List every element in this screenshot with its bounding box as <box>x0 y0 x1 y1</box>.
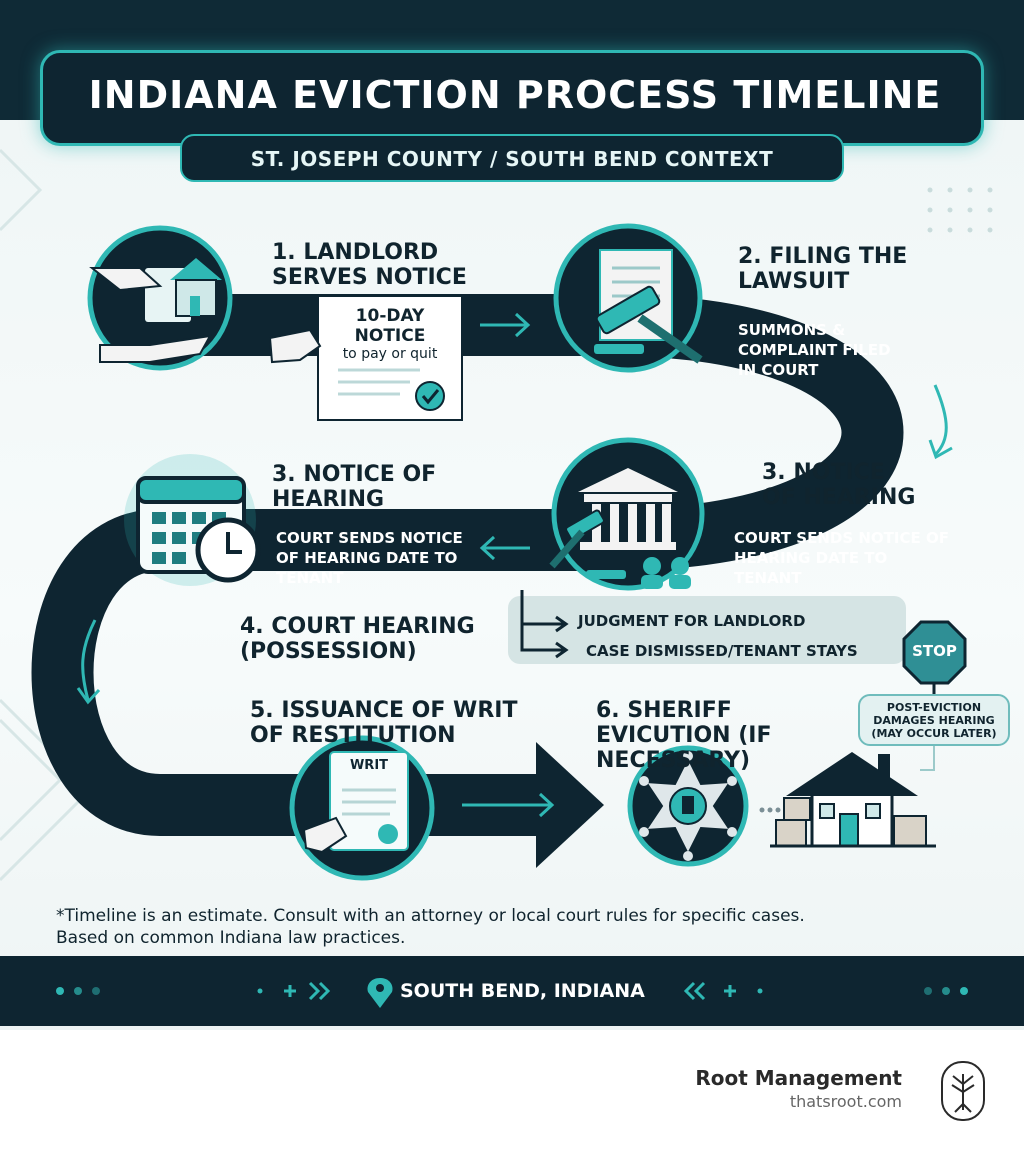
stop-sign-label: STOP <box>912 642 957 660</box>
step4-title: 4. COURT HEARING (POSSESSION) <box>240 614 475 664</box>
step3-left-title: 3. NOTICE OF HEARING <box>272 462 437 512</box>
notice-document <box>268 295 463 421</box>
writ-scroll-icon <box>289 735 435 881</box>
calendar-clock-icon <box>124 454 261 586</box>
step1-title: 1. LANDLORD SERVES NOTICE <box>272 240 467 290</box>
location-label: SOUTH BEND, INDIANA <box>400 980 645 1002</box>
bottom-bar: SOUTH BEND, INDIANA <box>0 956 1024 1026</box>
notice-doc-line2: NOTICE <box>354 326 426 346</box>
title-banner: INDIANA EVICTION PROCESS TIMELINE <box>40 50 984 146</box>
courthouse-icon <box>549 437 705 591</box>
outcome-judgment: JUDGMENT FOR LANDLORD <box>578 612 806 630</box>
stop-sign-icon <box>902 620 967 771</box>
infographic-canvas: INDIANA EVICTION PROCESS TIMELINE ST. JO… <box>0 0 1024 1030</box>
step2-icon-circle <box>553 223 703 373</box>
final-arrowhead <box>536 742 604 868</box>
bottom-bar-decor <box>56 978 968 1008</box>
step3-left-description: COURT SENDS NOTICE OF HEARING DATE TO TE… <box>276 529 463 587</box>
notice-doc-line1: 10-DAY <box>355 306 425 326</box>
notice-doc-line3: to pay or quit <box>342 346 438 362</box>
step6-title: 6. SHERIFF EVICUTION (IF NECESSARY) <box>596 698 772 773</box>
step5-title: 5. ISSUANCE OF WRIT OF RESTITUTION <box>250 698 518 748</box>
step2-description: SUMMONS & COMPLAINT FILED IN COURT <box>738 321 891 379</box>
subtitle-banner: ST. JOSEPH COUNTY / SOUTH BEND CONTEXT <box>180 134 844 182</box>
footnote-line1: *Timeline is an estimate. Consult with a… <box>56 906 805 926</box>
step3-description: COURT SENDS NOTICE OF HEARING DATE TO TE… <box>734 529 949 587</box>
step3-title: 3. NOTICE OF HEARING <box>762 460 916 510</box>
page-title: INDIANA EVICTION PROCESS TIMELINE <box>88 73 942 117</box>
step1-icon-circle <box>87 225 233 371</box>
tree-icon <box>941 1061 985 1121</box>
house-with-boxes-icon <box>770 752 936 848</box>
sheriff-badge-icon <box>627 745 781 867</box>
timeline-road <box>0 148 993 882</box>
outcome-dismissed: CASE DISMISSED/TENANT STAYS <box>586 642 858 660</box>
footnote-line2: Based on common Indiana law practices. <box>56 928 406 948</box>
brand-url: thatsroot.com <box>789 1092 902 1111</box>
map-pin-icon <box>367 978 393 1008</box>
writ-label: WRIT <box>349 758 389 773</box>
step2-title: 2. FILING THE LAWSUIT <box>738 244 908 294</box>
footnote: *Timeline is an estimate. Consult with a… <box>56 905 976 949</box>
brand-name: Root Management <box>695 1066 902 1090</box>
page-subtitle: ST. JOSEPH COUNTY / SOUTH BEND CONTEXT <box>250 147 774 171</box>
post-eviction-badge: POST-EVICTION DAMAGES HEARING (MAY OCCUR… <box>858 694 1010 746</box>
